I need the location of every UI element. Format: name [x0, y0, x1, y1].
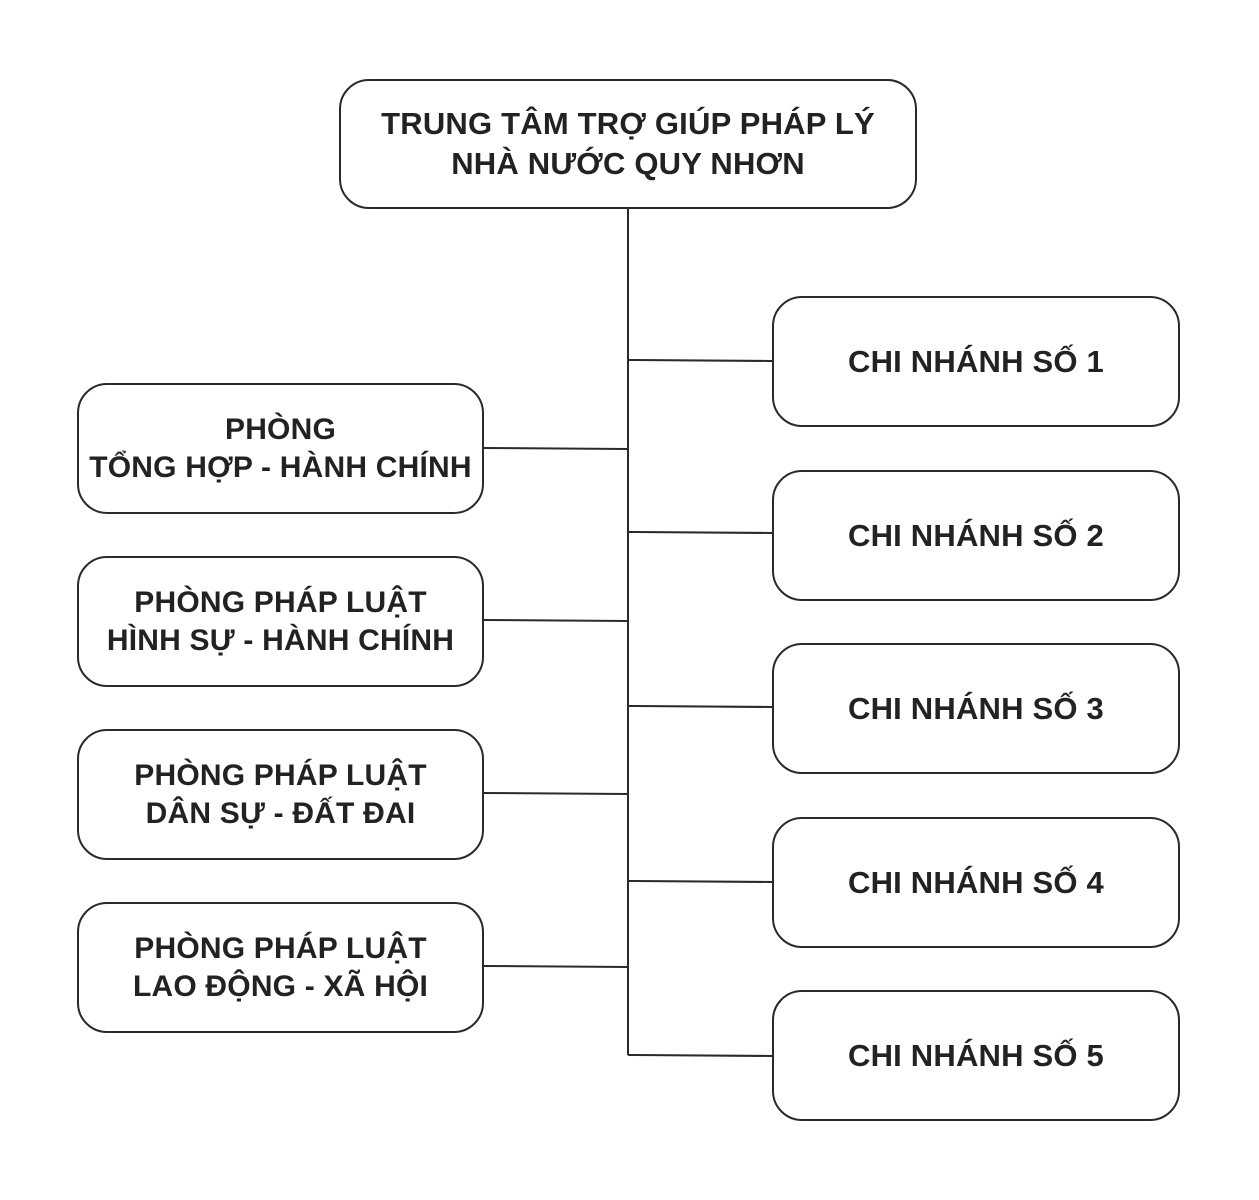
branch-label: CHI NHÁNH SỐ 5 [848, 1037, 1104, 1073]
branch-node-2: CHI NHÁNH SỐ 2 [772, 470, 1180, 601]
department-node-general-admin: PHÒNG TỔNG HỢP - HÀNH CHÍNH [77, 383, 484, 514]
connector-branch-1 [627, 359, 773, 362]
branch-node-3: CHI NHÁNH SỐ 3 [772, 643, 1180, 774]
branch-label: CHI NHÁNH SỐ 3 [848, 690, 1104, 726]
department-label-line-2: HÌNH SỰ - HÀNH CHÍNH [106, 623, 455, 657]
department-node-criminal-admin-law: PHÒNG PHÁP LUẬT HÌNH SỰ - HÀNH CHÍNH [77, 556, 484, 687]
department-node-civil-land-law: PHÒNG PHÁP LUẬT DÂN SỰ - ĐẤT ĐAI [77, 729, 484, 860]
department-label-line-2: TỔNG HỢP - HÀNH CHÍNH [89, 450, 472, 484]
connector-dept-2 [483, 619, 629, 622]
root-node: TRUNG TÂM TRỢ GIÚP PHÁP LÝ NHÀ NƯỚC QUY … [339, 79, 917, 209]
connector-branch-3 [627, 705, 773, 708]
department-label-line-1: PHÒNG [224, 412, 336, 446]
department-label-line-1: PHÒNG PHÁP LUẬT [134, 931, 427, 965]
connector-branch-5 [627, 1054, 773, 1057]
connector-branch-2 [627, 531, 773, 534]
branch-label: CHI NHÁNH SỐ 1 [848, 343, 1104, 379]
department-label-line-1: PHÒNG PHÁP LUẬT [134, 585, 427, 619]
branch-label: CHI NHÁNH SỐ 4 [848, 864, 1104, 900]
root-title-line-2: NHÀ NƯỚC QUY NHƠN [451, 146, 805, 181]
branch-node-1: CHI NHÁNH SỐ 1 [772, 296, 1180, 427]
connector-dept-4 [483, 965, 629, 968]
branch-node-5: CHI NHÁNH SỐ 5 [772, 990, 1180, 1121]
connector-dept-1 [483, 447, 629, 450]
branch-node-4: CHI NHÁNH SỐ 4 [772, 817, 1180, 948]
department-label-line-2: LAO ĐỘNG - XÃ HỘI [132, 969, 429, 1003]
connector-dept-3 [483, 792, 629, 795]
root-title-line-1: TRUNG TÂM TRỢ GIÚP PHÁP LÝ [381, 106, 875, 141]
branch-label: CHI NHÁNH SỐ 2 [848, 517, 1104, 553]
department-label-line-1: PHÒNG PHÁP LUẬT [134, 758, 427, 792]
department-node-labor-social-law: PHÒNG PHÁP LUẬT LAO ĐỘNG - XÃ HỘI [77, 902, 484, 1033]
department-label-line-2: DÂN SỰ - ĐẤT ĐAI [145, 796, 416, 830]
connector-branch-4 [627, 880, 773, 883]
